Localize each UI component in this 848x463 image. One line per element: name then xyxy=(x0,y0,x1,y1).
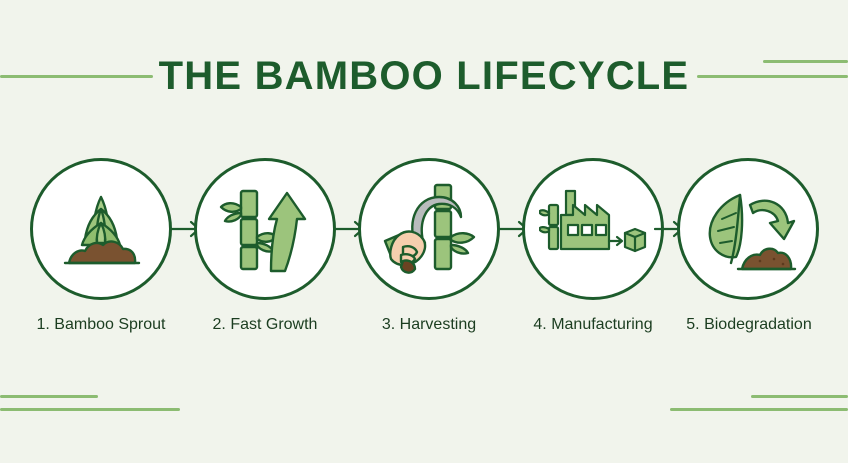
decor-line-top-right-upper xyxy=(763,60,848,63)
step-4-circle xyxy=(522,158,664,300)
lifecycle-steps xyxy=(0,158,848,300)
step-1-circle xyxy=(30,158,172,300)
step-1-label: 1. Bamboo Sprout xyxy=(36,316,166,333)
step-2-fast-growth[interactable] xyxy=(194,158,336,300)
step-5-circle xyxy=(677,158,819,300)
step-4-manufacturing[interactable] xyxy=(522,158,664,300)
decor-line-top-right-lower xyxy=(697,75,848,78)
bamboo-sprout-icon xyxy=(51,179,151,279)
factory-box-icon xyxy=(539,181,647,277)
hand-sickle-bamboo-icon xyxy=(377,177,481,281)
step-3-harvesting[interactable] xyxy=(358,158,500,300)
step-3-label: 3. Harvesting xyxy=(381,316,477,333)
step-2-circle xyxy=(194,158,336,300)
step-2-label: 2. Fast Growth xyxy=(212,316,318,333)
step-5-biodegradation[interactable] xyxy=(677,158,819,300)
step-labels: 1. Bamboo Sprout 2. Fast Growth 3. Harve… xyxy=(0,316,848,342)
page-title: THE BAMBOO LIFECYCLE xyxy=(158,54,690,98)
decor-line-bottom-right-lower xyxy=(670,408,848,411)
decor-line-bottom-left-upper xyxy=(0,395,98,398)
step-1-bamboo-sprout[interactable] xyxy=(30,158,172,300)
step-5-label: 5. Biodegradation xyxy=(686,316,812,333)
step-4-label: 4. Manufacturing xyxy=(533,316,653,333)
step-3-circle xyxy=(358,158,500,300)
decor-line-bottom-right-upper xyxy=(751,395,848,398)
decor-line-bottom-left-lower xyxy=(0,408,180,411)
leaf-compost-arrow-icon xyxy=(698,179,798,279)
bamboo-growth-arrow-icon xyxy=(215,179,315,279)
decor-line-top-left xyxy=(0,75,153,78)
